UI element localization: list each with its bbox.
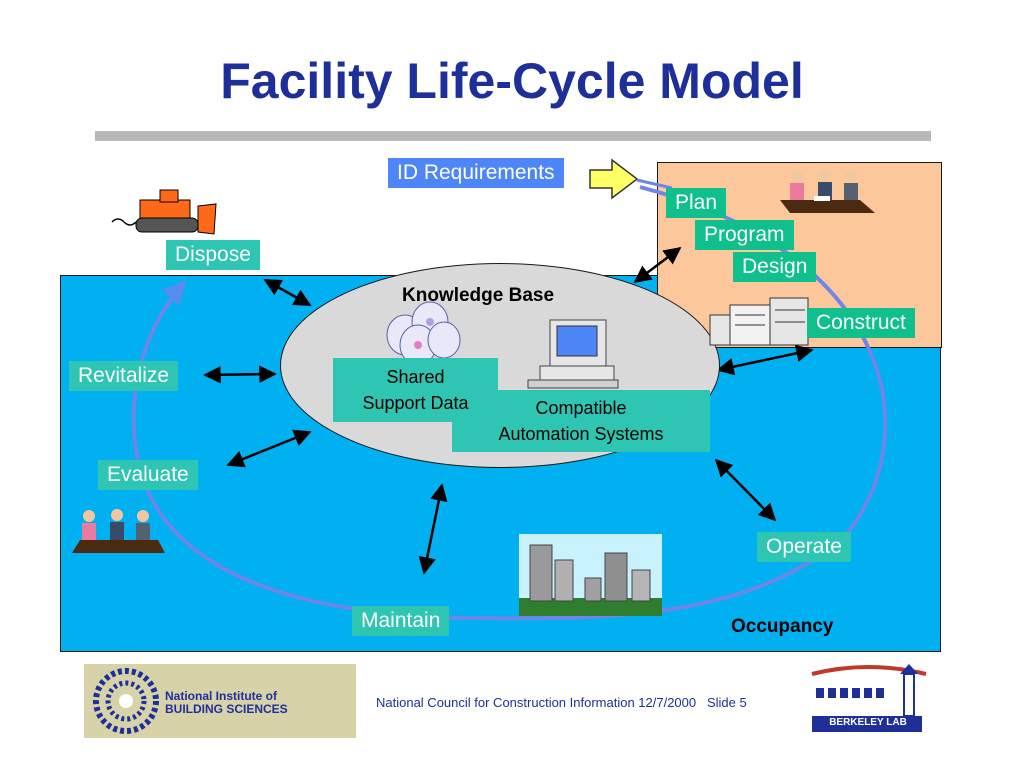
construct-kb-arrow xyxy=(716,344,814,376)
program-label: Program xyxy=(695,220,794,250)
lifecycle-ellipse xyxy=(131,185,888,621)
title-divider xyxy=(95,131,931,141)
operate-kb-arrow xyxy=(714,458,777,522)
revitalize-kb-arrow xyxy=(203,365,277,384)
dispose-label: Dispose xyxy=(166,240,260,270)
footer-text: National Council for Construction Inform… xyxy=(376,695,747,710)
id-requirements-label: ID Requirements xyxy=(388,158,564,188)
right-arrow-icon xyxy=(589,158,639,200)
slide-title: Facility Life-Cycle Model xyxy=(220,53,804,109)
dispose-kb-arrow xyxy=(263,278,312,307)
evaluate-kb-arrow xyxy=(226,429,312,468)
maintain-kb-arrow xyxy=(418,483,448,575)
nibs-swirl-icon xyxy=(93,668,159,734)
revitalize-label: Revitalize xyxy=(69,361,179,391)
knowledge-base-title: Knowledge Base xyxy=(402,285,555,306)
construct-label: Construct xyxy=(807,308,915,338)
plan-label: Plan xyxy=(666,188,727,218)
nibs-logo-text: National Institute of BUILDING SCIENCES xyxy=(165,689,288,716)
nibs-logo xyxy=(84,664,356,738)
design-kb-arrow xyxy=(633,246,682,284)
occupancy-label: Occupancy xyxy=(731,616,834,637)
design-label: Design xyxy=(733,252,817,282)
berkeley-lab-logo: BERKELEY LAB xyxy=(808,660,934,740)
evaluate-label: Evaluate xyxy=(98,460,198,490)
shared-support-data-box: Shared Support Data xyxy=(333,358,498,422)
berkeley-lab-text: BERKELEY LAB xyxy=(829,717,907,728)
operate-label: Operate xyxy=(757,532,851,562)
maintain-label: Maintain xyxy=(352,606,450,636)
